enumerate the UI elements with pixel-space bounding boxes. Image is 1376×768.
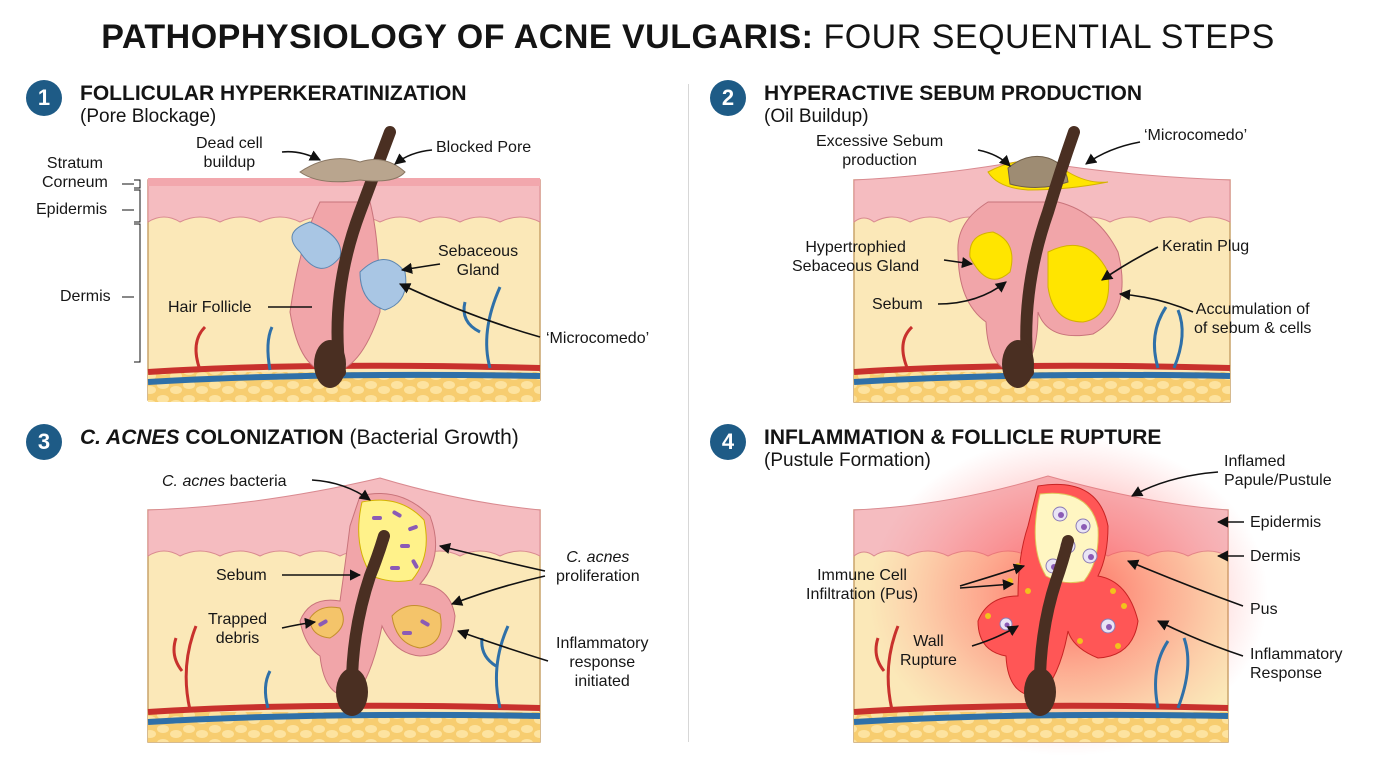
hair-bulb bbox=[1002, 340, 1034, 388]
hair-bulb bbox=[314, 340, 346, 388]
label-sebaceous-gland: Sebaceous Gland bbox=[438, 243, 519, 279]
panel-step-4: 4 INFLAMMATION & FOLLICLE RUPTURE (Pustu… bbox=[688, 416, 1376, 760]
label-sebum: Sebum bbox=[872, 296, 923, 313]
step-badge-3: 3 bbox=[26, 424, 62, 460]
label-dead-cell: Dead cell buildup bbox=[196, 135, 263, 171]
capillary-icon bbox=[462, 286, 502, 369]
label-dermis-4: Dermis bbox=[1250, 548, 1301, 565]
label-dermis: Dermis bbox=[60, 288, 111, 305]
label-microcomedo: ‘Microcomedo’ bbox=[546, 330, 650, 347]
step-2-heading: HYPERACTIVE SEBUM PRODUCTION bbox=[764, 82, 1143, 105]
hair-bulb bbox=[1024, 668, 1056, 716]
capillary-icon bbox=[1154, 637, 1190, 709]
label-accumulation: Accumulation of of sebum & cells bbox=[1194, 301, 1312, 337]
hair-bulb bbox=[336, 668, 368, 716]
label-keratin-plug: Keratin Plug bbox=[1162, 238, 1250, 255]
step-3-heading-italic: C. ACNES bbox=[80, 426, 180, 449]
skin-cross-section-3 bbox=[147, 477, 549, 743]
capillary-icon bbox=[263, 670, 272, 709]
label-stratum-corneum: Stratum Corneum bbox=[42, 155, 108, 191]
step-3-heading-main: COLONIZATION bbox=[185, 426, 344, 449]
label-immune-cell: Immune Cell Infiltration (Pus) bbox=[806, 567, 919, 603]
label-hypertrophied-gland: Hypertrophied Sebaceous Gland bbox=[792, 239, 920, 275]
capillary-icon bbox=[901, 325, 914, 371]
label-inflamed-pustule: Inflamed Papule/Pustule bbox=[1224, 453, 1332, 489]
step-3-heading: C. ACNES COLONIZATION (Bacterial Growth) bbox=[80, 426, 519, 450]
step-2-subheading: (Oil Buildup) bbox=[764, 106, 869, 127]
epidermis-bracket bbox=[134, 189, 141, 223]
dermis-bracket bbox=[134, 223, 141, 363]
vein-icon bbox=[147, 711, 541, 725]
capillary-icon bbox=[480, 625, 510, 709]
trapped-debris-right bbox=[391, 605, 442, 649]
capillary-icon bbox=[172, 625, 198, 711]
capillary-icon bbox=[1152, 306, 1184, 369]
epidermis-layer bbox=[853, 159, 1231, 224]
label-inflammatory-initiated: Inflammatory response initiated bbox=[556, 635, 649, 690]
capillary-icon bbox=[266, 326, 274, 371]
skin-cross-section-2 bbox=[853, 126, 1231, 403]
dead-cell-buildup bbox=[299, 158, 406, 183]
label-c-acnes-bacteria: C. acnes bacteria bbox=[162, 473, 287, 490]
title-light: FOUR SEQUENTIAL STEPS bbox=[823, 18, 1275, 56]
step-4-subheading: (Pustule Formation) bbox=[764, 450, 931, 471]
step-badge-4: 4 bbox=[710, 424, 746, 460]
label-blocked-pore: Blocked Pore bbox=[436, 139, 532, 156]
label-epidermis: Epidermis bbox=[36, 201, 108, 218]
step-3-heading-extra: (Bacterial Growth) bbox=[349, 426, 519, 449]
label-inflammatory-response: Inflammatory Response bbox=[1250, 646, 1343, 682]
hair-shaft bbox=[1020, 126, 1080, 378]
step-1-heading: FOLLICULAR HYPERKERATINIZATION bbox=[80, 82, 467, 105]
skin-cross-section-4 bbox=[853, 436, 1268, 756]
sebaceous-gland-left bbox=[291, 221, 342, 269]
panel-step-2: 2 HYPERACTIVE SEBUM PRODUCTION (Oil Buil… bbox=[688, 72, 1376, 416]
vein-icon bbox=[853, 711, 1229, 725]
artery-icon bbox=[853, 702, 1229, 715]
title-bold: PATHOPHYSIOLOGY OF ACNE VULGARIS: bbox=[101, 18, 814, 56]
label-excessive-sebum: Excessive Sebum production bbox=[816, 133, 944, 169]
label-pus: Pus bbox=[1250, 601, 1278, 618]
label-sebum-3: Sebum bbox=[216, 567, 267, 584]
step-badge-1: 1 bbox=[26, 80, 62, 116]
page-title: PATHOPHYSIOLOGY OF ACNE VULGARIS: FOUR S… bbox=[0, 18, 1376, 57]
panel-divider bbox=[688, 84, 689, 742]
step-badge-2: 2 bbox=[710, 80, 746, 116]
capillary-icon bbox=[874, 625, 900, 711]
skin-cross-section-1 bbox=[122, 126, 541, 402]
panel-step-1: 1 FOLLICULAR HYPERKERATINIZATION (Pore B… bbox=[0, 72, 688, 416]
label-wall-rupture: Wall Rupture bbox=[900, 633, 957, 669]
panel-step-3: 3 C. ACNES COLONIZATION (Bacterial Growt… bbox=[0, 416, 688, 760]
step-1-subheading: (Pore Blockage) bbox=[80, 106, 217, 127]
sebum-right-gland bbox=[1047, 244, 1110, 323]
label-trapped-debris: Trapped debris bbox=[208, 611, 267, 647]
sebum-left-gland bbox=[969, 231, 1013, 280]
label-hair-follicle: Hair Follicle bbox=[168, 299, 252, 316]
stratum-bracket bbox=[134, 179, 141, 189]
sebaceous-gland-right bbox=[359, 259, 407, 311]
label-epidermis-4: Epidermis bbox=[1250, 514, 1322, 531]
capillary-icon bbox=[194, 325, 207, 371]
label-microcomedo-2: ‘Microcomedo’ bbox=[1144, 127, 1248, 144]
